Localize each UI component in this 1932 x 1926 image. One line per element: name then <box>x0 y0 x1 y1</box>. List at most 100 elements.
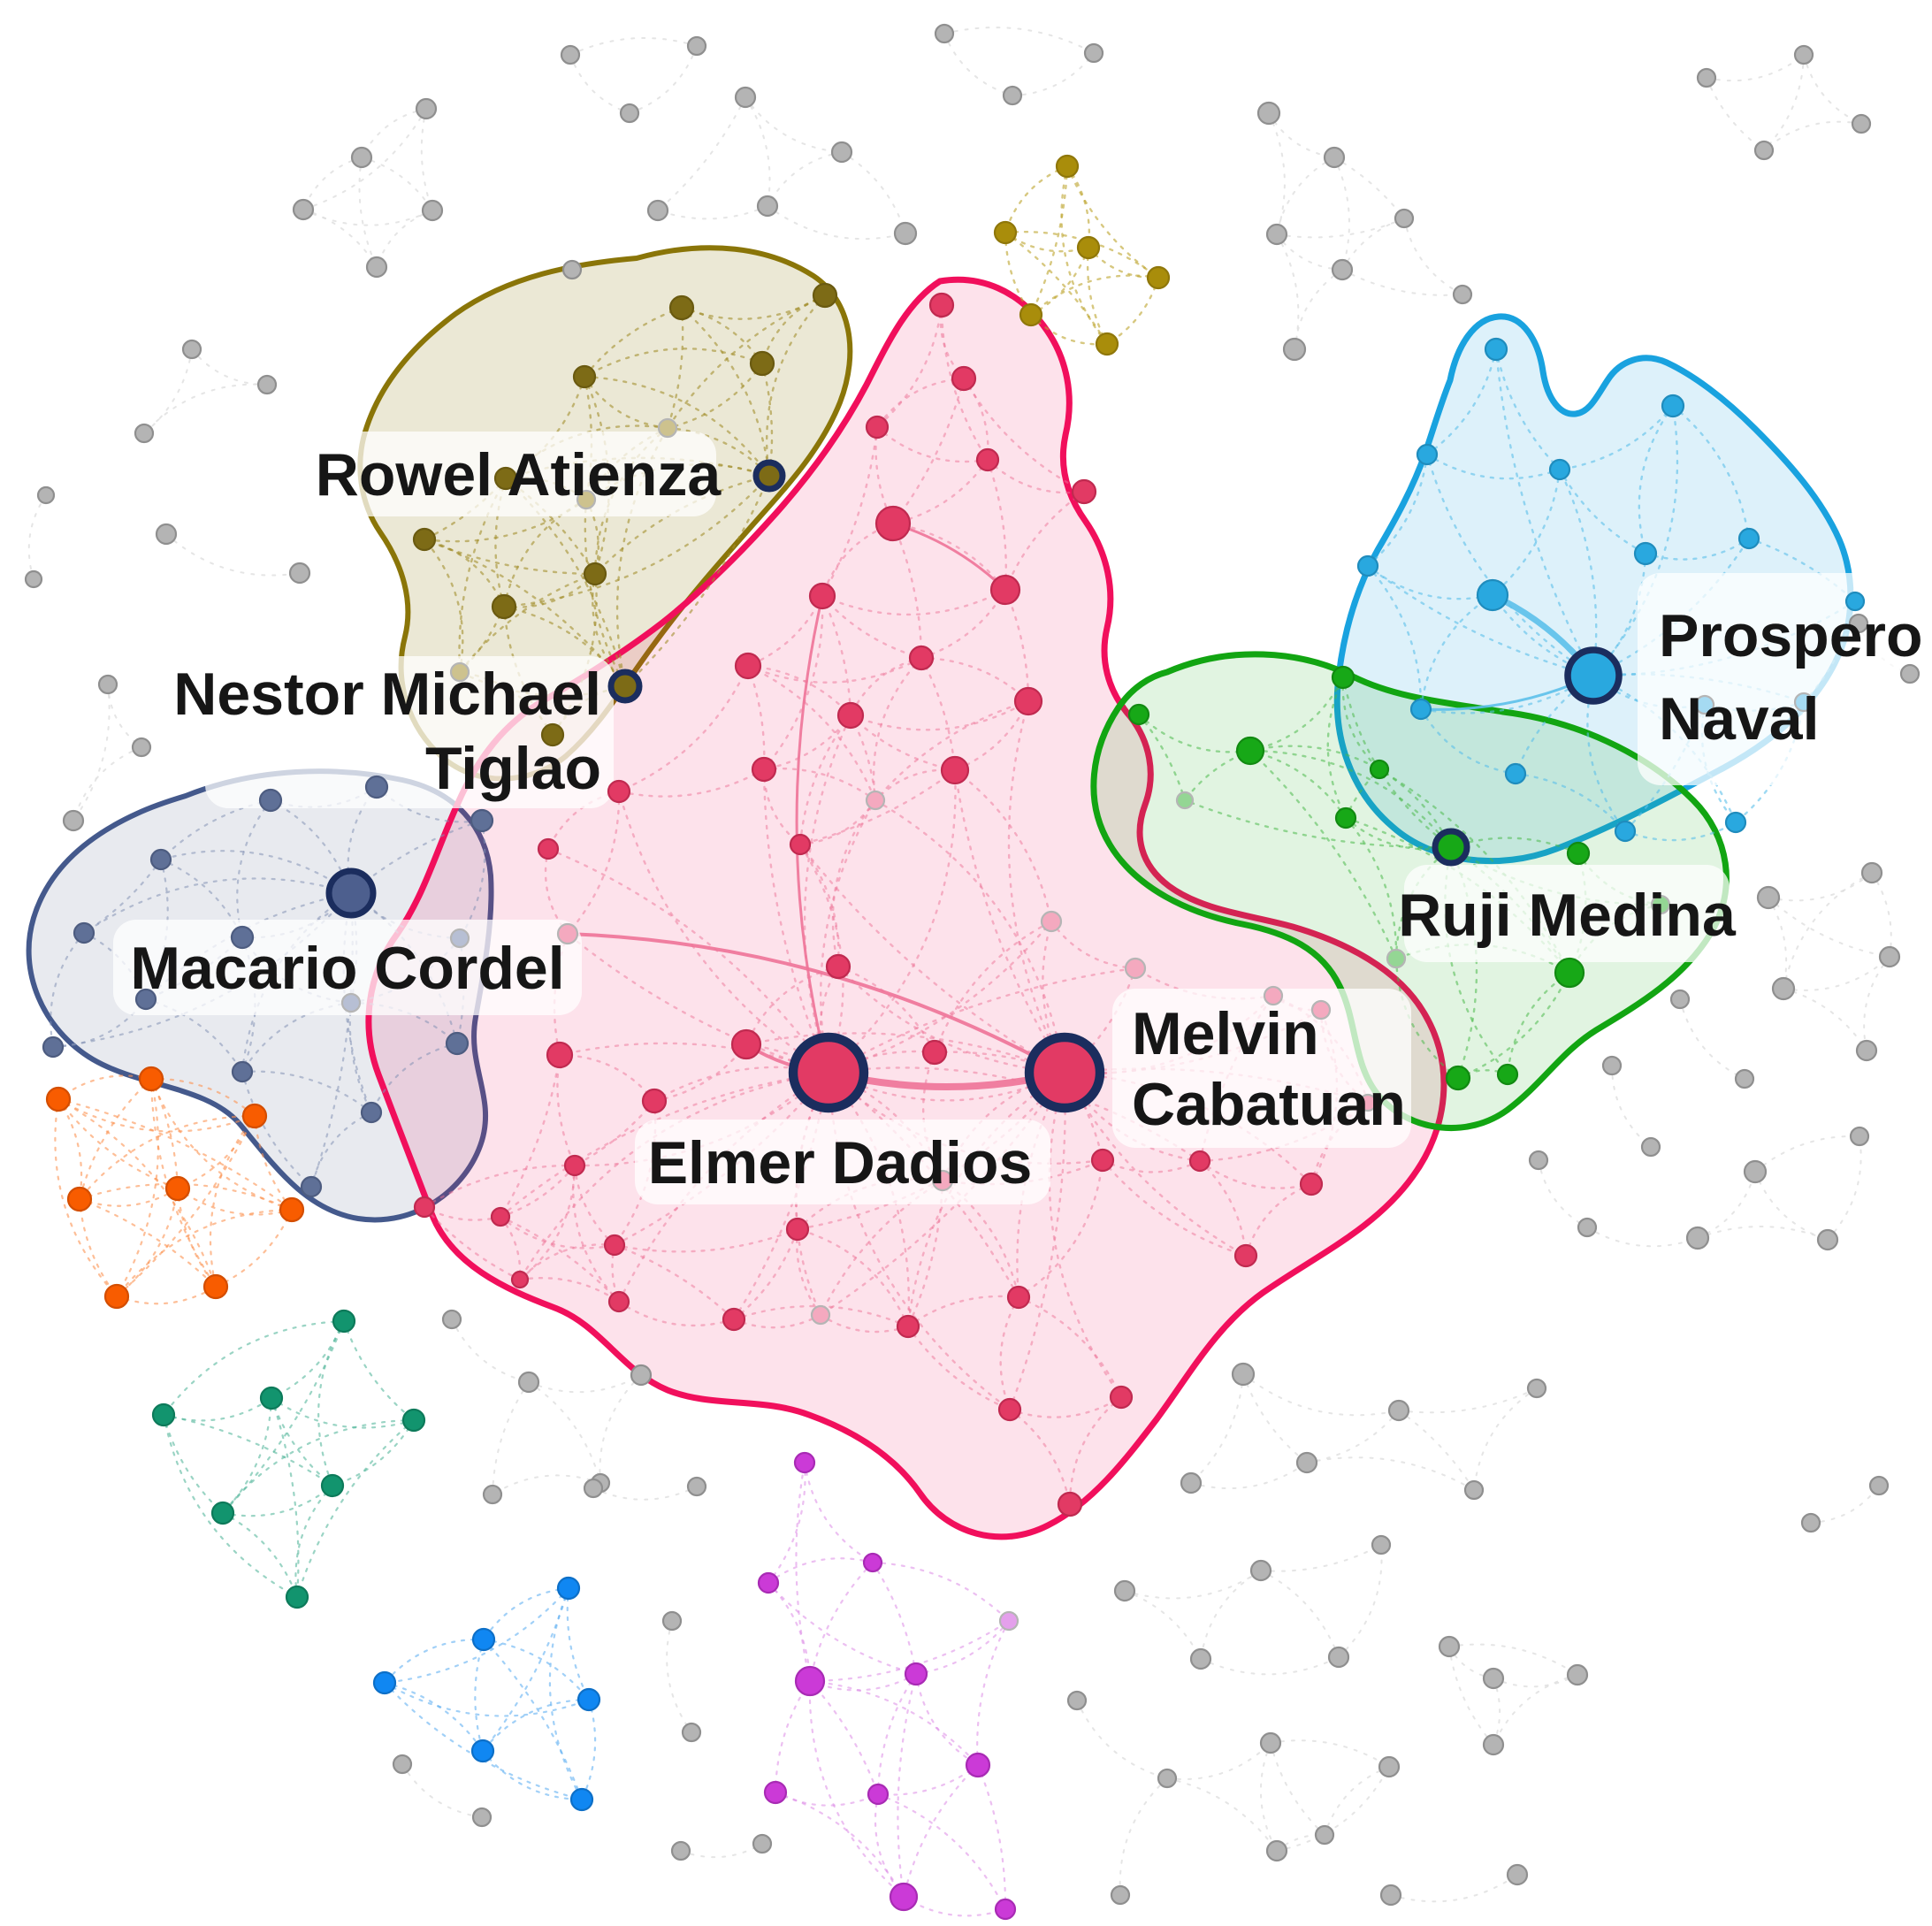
graph-node[interactable] <box>1358 1093 1378 1112</box>
graph-node[interactable] <box>470 1739 495 1763</box>
graph-node[interactable] <box>365 256 388 279</box>
graph-node[interactable] <box>1314 1824 1335 1846</box>
graph-node[interactable] <box>1310 999 1332 1020</box>
graph-node[interactable] <box>231 1060 254 1083</box>
graph-node[interactable] <box>134 423 155 444</box>
graph-node[interactable] <box>757 1571 780 1594</box>
graph-node[interactable] <box>661 1610 683 1632</box>
graph-node[interactable] <box>540 722 565 747</box>
graph-node[interactable] <box>825 953 851 980</box>
graph-node[interactable] <box>131 737 152 758</box>
graph-node[interactable] <box>1394 208 1415 229</box>
graph-node[interactable] <box>1771 976 1796 1001</box>
graph-node[interactable] <box>793 1451 816 1474</box>
graph-node[interactable] <box>470 808 494 833</box>
graph-node[interactable] <box>279 1196 305 1223</box>
graph-node[interactable] <box>45 1086 72 1112</box>
graph-node[interactable] <box>1452 284 1473 305</box>
graph-node[interactable] <box>1066 1690 1088 1711</box>
graph-node[interactable] <box>350 146 373 169</box>
graph-node[interactable] <box>904 1662 928 1686</box>
graph-node[interactable] <box>670 1840 691 1861</box>
graph-node[interactable] <box>42 1036 65 1059</box>
graph-node[interactable] <box>1482 1733 1505 1756</box>
graph-node[interactable] <box>449 928 470 949</box>
node-ruji-medina[interactable] <box>1432 828 1470 867</box>
graph-node[interactable] <box>256 374 278 395</box>
graph-node[interactable] <box>138 1066 164 1092</box>
graph-node[interactable] <box>1331 665 1355 690</box>
node-nestor-michael-tiglao[interactable] <box>607 669 643 704</box>
graph-node[interactable] <box>364 775 389 799</box>
graph-node[interactable] <box>537 837 560 860</box>
graph-node[interactable] <box>951 365 977 392</box>
graph-node[interactable] <box>1793 44 1814 65</box>
graph-node[interactable] <box>1334 806 1357 829</box>
graph-node[interactable] <box>1019 302 1043 327</box>
graph-node[interactable] <box>510 1270 530 1289</box>
graph-node[interactable] <box>1233 1243 1258 1268</box>
graph-node[interactable] <box>1496 1063 1519 1086</box>
graph-node[interactable] <box>1369 759 1390 780</box>
node-prospero-naval[interactable] <box>1564 646 1623 705</box>
graph-node[interactable] <box>491 593 517 620</box>
graph-node[interactable] <box>1438 1635 1461 1658</box>
graph-node[interactable] <box>975 447 1000 472</box>
graph-node[interactable] <box>940 755 970 785</box>
graph-node[interactable] <box>1848 613 1869 634</box>
graph-node[interactable] <box>867 1783 890 1806</box>
graph-node[interactable] <box>471 1627 496 1652</box>
graph-node[interactable] <box>934 23 955 44</box>
graph-node[interactable] <box>1793 692 1814 713</box>
graph-node[interactable] <box>681 1722 702 1743</box>
graph-node[interactable] <box>931 1169 954 1192</box>
graph-node[interactable] <box>1331 258 1354 281</box>
graph-node[interactable] <box>1235 736 1265 766</box>
graph-node[interactable] <box>1282 337 1307 362</box>
graph-node[interactable] <box>1157 1768 1178 1789</box>
graph-node[interactable] <box>149 848 172 871</box>
graph-node[interactable] <box>1071 478 1097 505</box>
graph-node[interactable] <box>1753 140 1775 161</box>
graph-node[interactable] <box>1661 394 1685 418</box>
graph-node[interactable] <box>1756 885 1781 910</box>
graph-node[interactable] <box>259 1386 284 1410</box>
graph-node[interactable] <box>1057 1491 1083 1517</box>
graph-node[interactable] <box>1409 698 1432 721</box>
graph-node[interactable] <box>1463 1479 1485 1501</box>
graph-node[interactable] <box>1566 841 1591 866</box>
graph-node[interactable] <box>372 1670 397 1695</box>
graph-node[interactable] <box>993 220 1018 245</box>
graph-node[interactable] <box>862 1552 883 1573</box>
graph-node[interactable] <box>73 921 95 944</box>
graph-node[interactable] <box>789 833 812 856</box>
graph-node[interactable] <box>412 527 437 552</box>
graph-node[interactable] <box>583 562 607 586</box>
graph-node[interactable] <box>1696 67 1717 88</box>
graph-node[interactable] <box>300 1175 323 1198</box>
graph-node[interactable] <box>36 485 56 505</box>
graph-node[interactable] <box>1526 1378 1547 1399</box>
graph-node[interactable] <box>756 195 779 218</box>
graph-node[interactable] <box>1127 703 1150 726</box>
graph-node[interactable] <box>641 1088 668 1114</box>
graph-node[interactable] <box>1899 663 1921 684</box>
graph-node[interactable] <box>1685 1226 1710 1250</box>
graph-node[interactable] <box>812 282 838 309</box>
graph-node[interactable] <box>560 44 581 65</box>
graph-node[interactable] <box>66 1186 93 1212</box>
graph-node[interactable] <box>1265 1839 1288 1862</box>
graph-node[interactable] <box>730 1028 762 1060</box>
node-rowel-atienza[interactable] <box>752 459 786 493</box>
graph-node[interactable] <box>830 141 853 164</box>
graph-node[interactable] <box>1743 1159 1768 1184</box>
graph-node[interactable] <box>1855 1039 1878 1062</box>
graph-node[interactable] <box>874 505 912 542</box>
graph-node[interactable] <box>808 582 836 610</box>
graph-node[interactable] <box>1371 1534 1392 1555</box>
graph-node[interactable] <box>1669 989 1691 1010</box>
graph-node[interactable] <box>603 1234 626 1257</box>
graph-node[interactable] <box>1379 1884 1402 1907</box>
graph-node[interactable] <box>230 925 255 950</box>
graph-node[interactable] <box>1327 1646 1350 1669</box>
